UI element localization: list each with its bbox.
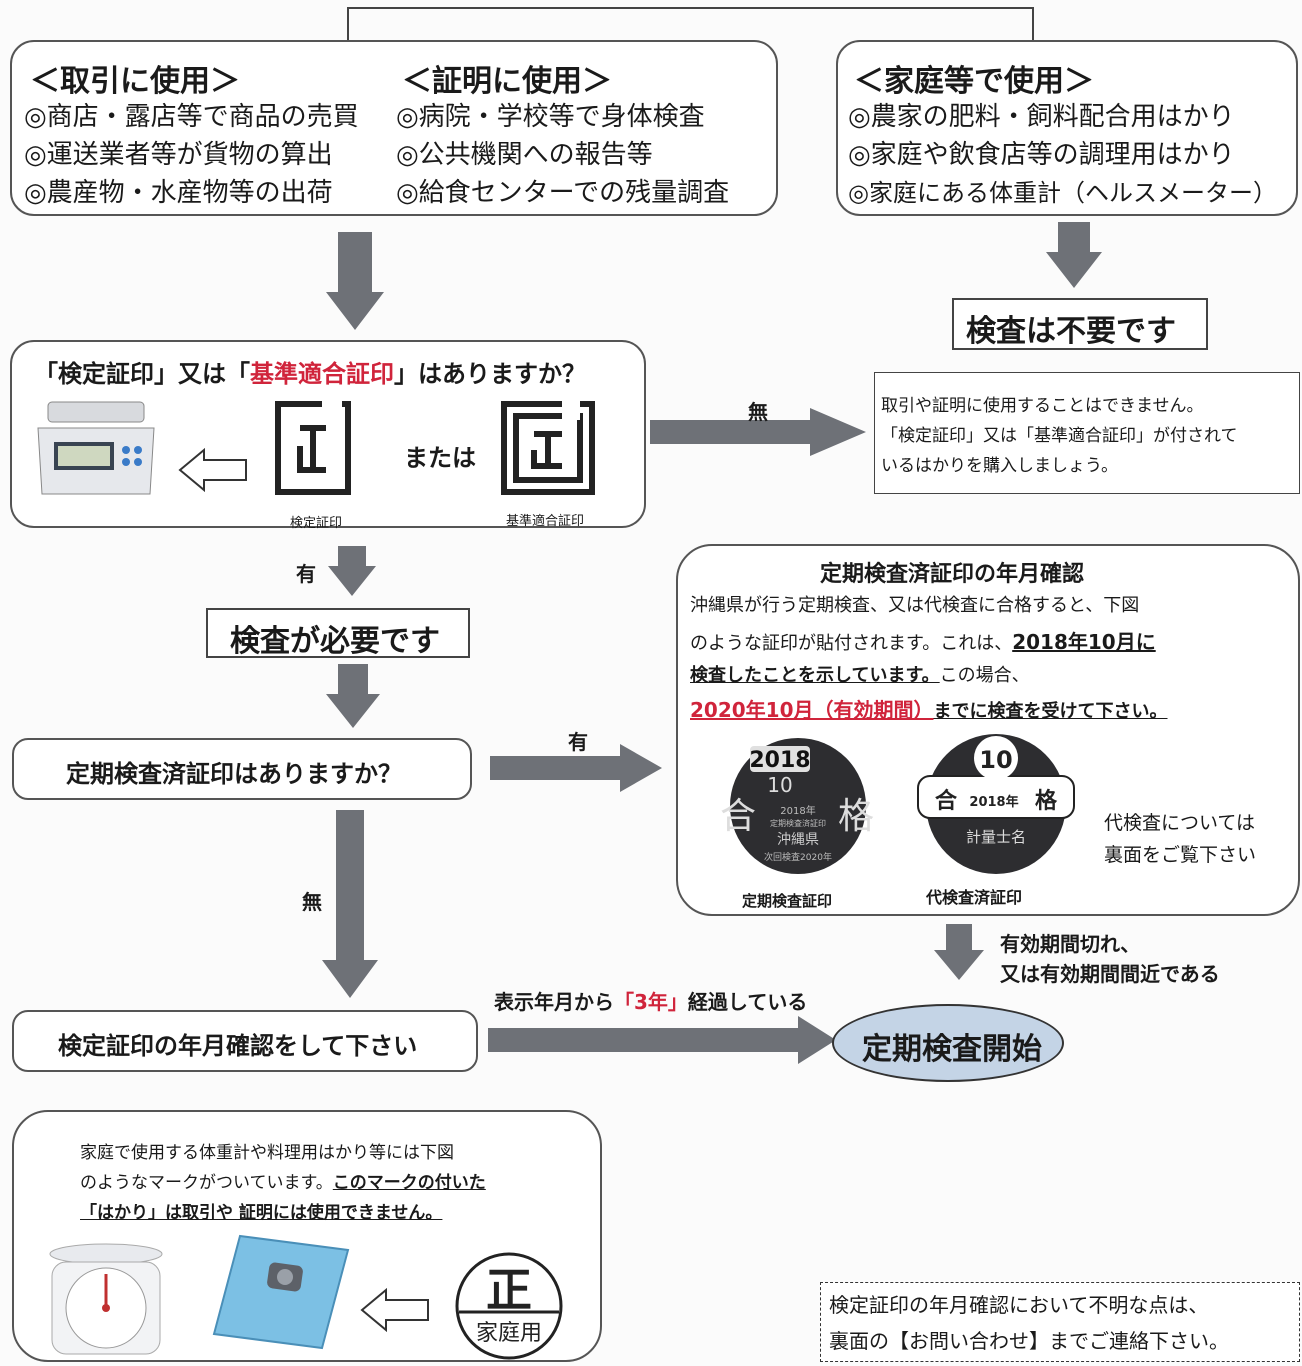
household-mark-text: 家庭用 [476,1321,542,1346]
household-usage-item: ◎農家の肥料・飼料配合用はかり [848,102,1235,132]
seal2-name: 計量士名 [966,828,1026,846]
periodic-line3: 検査したことを示しています。この場合、 [690,665,1030,686]
seal1-month: 10 [767,773,792,797]
seal1-t1: 2018年 [780,804,815,817]
proof-title: ＜証明に使用＞ [402,64,612,99]
inspection-needed-box: 検査が必要です [206,608,470,659]
household-line3: 「はかり」は取引や 証明には使用できません。 [80,1203,443,1223]
household-mark-box: 家庭で使用する体重計や料理用はかり等には下図 のようなマークがついています。この… [12,1110,602,1362]
periodic-line4: 2020年10月（有効期間）までに検査を受けて下さい。 [690,698,1168,722]
seal1-year: 2018 [749,748,810,773]
periodic-line1: 沖縄県が行う定期検査、又は代検査に合格すると、下図 [690,595,1140,616]
expired-note: 有効期間切れ、 [1000,932,1141,956]
side-note: 裏面をご覧下さい [1104,844,1257,866]
contact-line: 検定証印の年月確認において不明な点は、 [829,1293,1209,1317]
arrow-down-1 [326,232,384,330]
arrow-down-2 [326,664,380,728]
hollow-left-arrow-icon [178,448,247,492]
trade-item: ◎農産物・水産物等の出荷 [24,178,333,208]
periodic-title: 定期検査済証印の年月確認 [820,562,1085,587]
trade-item: ◎運送業者等が貨物の算出 [24,140,333,170]
verification-mark-icon [275,400,351,495]
seal1-t4: 次回検査2020年 [764,851,832,863]
periodic-inspection-seal: 2018 10 合 格 2018年 定期検査済証印 沖縄県 次回検査2020年 [720,738,874,874]
start-inspection-oval: 定期検査開始 [832,1004,1064,1082]
no-inspection-text: 検査は不要です [966,314,1176,349]
seal1-char2: 格 [838,796,874,837]
trade-item: ◎商店・露店等で商品の売買 [24,102,359,132]
question-periodic: 定期検査済証印はありますか？ [66,760,402,788]
inspection-needed-text: 検査が必要です [230,624,440,659]
top-connector [347,7,1034,40]
start-inspection-text: 定期検査開始 [862,1032,1042,1067]
proof-item: ◎病院・学校等で身体検査 [396,102,705,132]
label-yes-2: 有 [568,730,588,754]
side-note: 代検査については [1104,812,1256,834]
question-certification: 「検定証印」又は「基準適合証印」はありますか？ [34,360,586,388]
label-none-2: 無 [302,890,322,914]
periodic-inspection-box: 定期検査済証印の年月確認 沖縄県が行う定期検査、又は代検査に合格すると、下図 の… [676,544,1300,916]
verification-mark-caption: 検定証印 [290,516,343,531]
seal2-char2: 格 [1035,788,1058,814]
contact-line: 裏面の【お問い合わせ】までご連絡下さい。 [829,1329,1229,1353]
household-mark-char: 正 [486,1263,532,1317]
proxy-inspection-seal: 10 合 2018年 格 計量士名 [917,734,1075,874]
kitchen-scale-image [49,1243,163,1355]
expired-note: 又は有効期間間近である [1000,962,1220,986]
arrow-down-household [1046,222,1102,288]
arrow-down-none-2 [322,810,378,998]
usage-household-box: ＜家庭等で使用＞ ◎農家の肥料・飼料配合用はかり ◎家庭や飲食店等の調理用はかり… [836,40,1298,216]
household-usage-item: ◎家庭や飲食店等の調理用はかり [848,140,1235,170]
contact-box: 検定証印の年月確認において不明な点は、 裏面の【お問い合わせ】までご連絡下さい。 [820,1282,1300,1362]
household-line1: 家庭で使用する体重計や料理用はかり等には下図 [80,1143,454,1163]
digital-scale-image [37,401,155,495]
household-line2: のようなマークがついています。このマークの付いた [80,1173,486,1193]
seal2-month: 10 [979,746,1012,774]
label-none-1: 無 [748,400,768,424]
question-periodic-box: 定期検査済証印はありますか？ [12,738,472,800]
seal1-char1: 合 [720,796,756,837]
seal1-t3: 沖縄県 [777,832,819,848]
standard-conformity-mark-caption: 基準適合証印 [506,514,585,529]
no-inspection-box: 検査は不要です [952,298,1208,350]
household-usage-item: ◎家庭にある体重計（ヘルスメーター） [848,179,1277,207]
seal2-caption: 代検査済証印 [926,888,1023,907]
warning-line: 取引や証明に使用することはできません。 [881,396,1204,416]
warning-line: いるはかりを購入しましょう。 [881,456,1118,476]
warning-box: 取引や証明に使用することはできません。 「検定証印」又は「基準適合証印」が付され… [874,372,1300,494]
hollow-left-arrow-icon [360,1288,429,1332]
household-usage-title: ＜家庭等で使用＞ [854,64,1094,99]
seal1-caption: 定期検査証印 [742,892,833,910]
periodic-line2: のような証印が貼付されます。これは、2018年10月に [690,630,1156,654]
check-date-box: 検定証印の年月確認をして下さい [12,1010,478,1072]
warning-line: 「検定証印」又は「基準適合証印」が付されて [881,426,1238,446]
arrow-right-yes-2 [490,744,662,792]
arrow-right-elapsed [488,1016,836,1064]
household-use-mark-icon: 正 家庭用 [455,1252,563,1360]
label-yes-1: 有 [296,562,316,586]
question-certification-box: 「検定証印」又は「基準適合証印」はありますか？ 検定証印 または 基準適合証印 [10,340,646,531]
seal2-char1: 合 [935,788,958,814]
arrow-right-none-1 [650,408,866,456]
arrow-down-expired [934,924,984,980]
seal1-t2: 定期検査済証印 [770,818,826,828]
proof-item: ◎給食センターでの残量調査 [396,178,730,208]
arrow-down-yes-1 [328,546,376,596]
standard-conformity-mark-icon [501,400,595,495]
or-text: または [404,444,476,472]
trade-title: ＜取引に使用＞ [30,64,240,99]
bathroom-scale-image [212,1234,350,1350]
elapsed-label: 表示年月から「3年」経過している [494,990,808,1014]
check-date-text: 検定証印の年月確認をして下さい [58,1032,418,1060]
proof-item: ◎公共機関への報告等 [396,140,653,170]
seal2-year: 2018年 [969,794,1018,810]
usage-trade-proof-box: ＜取引に使用＞ ◎商店・露店等で商品の売買 ◎運送業者等が貨物の算出 ◎農産物・… [10,40,778,216]
